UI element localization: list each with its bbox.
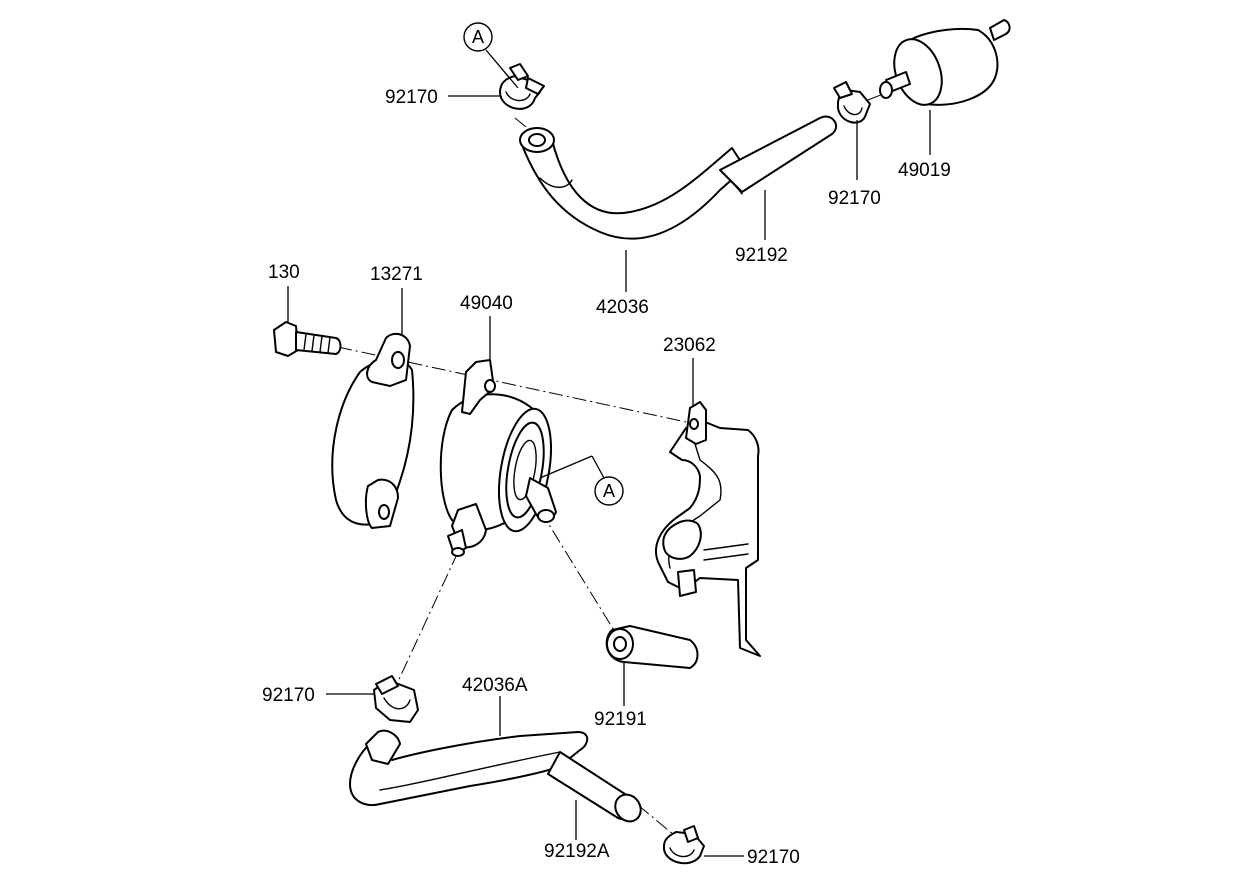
lower-hose-42036A bbox=[349, 729, 642, 823]
svg-text:A: A bbox=[472, 27, 484, 47]
label-fuel-filter: 49019 bbox=[898, 160, 951, 181]
label-hose-upper-short: 92192 bbox=[735, 245, 788, 266]
label-fuel-pump: 49040 bbox=[460, 293, 513, 314]
upper-hose-42036 bbox=[519, 115, 838, 240]
bracket bbox=[655, 401, 761, 657]
label-bracket: 23062 bbox=[663, 335, 716, 356]
fuel-pump bbox=[439, 359, 557, 557]
label-hose-lower: 42036A bbox=[462, 675, 528, 696]
fuel-filter bbox=[879, 19, 1011, 106]
clamp-top-right bbox=[833, 81, 871, 124]
label-clamp-lower-left: 92170 bbox=[262, 685, 315, 706]
label-clamp-top-right: 92170 bbox=[828, 188, 881, 209]
label-bolt: 130 bbox=[268, 262, 300, 283]
svg-text:A: A bbox=[603, 481, 615, 501]
part-labels: 92170 49019 92170 92192 42036 130 13271 … bbox=[262, 87, 951, 868]
label-cap: 92191 bbox=[594, 709, 647, 730]
clamp-top-left bbox=[499, 63, 545, 110]
label-hose-upper: 42036 bbox=[596, 297, 649, 318]
label-clamp-lower-right: 92170 bbox=[747, 847, 800, 868]
leader-lines bbox=[287, 49, 931, 857]
ref-marker-pump-outlet: A bbox=[594, 476, 624, 506]
bolt bbox=[273, 321, 342, 357]
label-clamp-top-left: 92170 bbox=[385, 87, 438, 108]
label-cover: 13271 bbox=[370, 264, 423, 285]
clamp-lower-left bbox=[373, 675, 419, 723]
ref-marker-top: A bbox=[463, 22, 493, 52]
label-hose-lower-short: 92192A bbox=[544, 841, 610, 862]
cap bbox=[605, 625, 699, 669]
clamp-lower-right bbox=[662, 825, 705, 865]
cover bbox=[331, 332, 415, 529]
